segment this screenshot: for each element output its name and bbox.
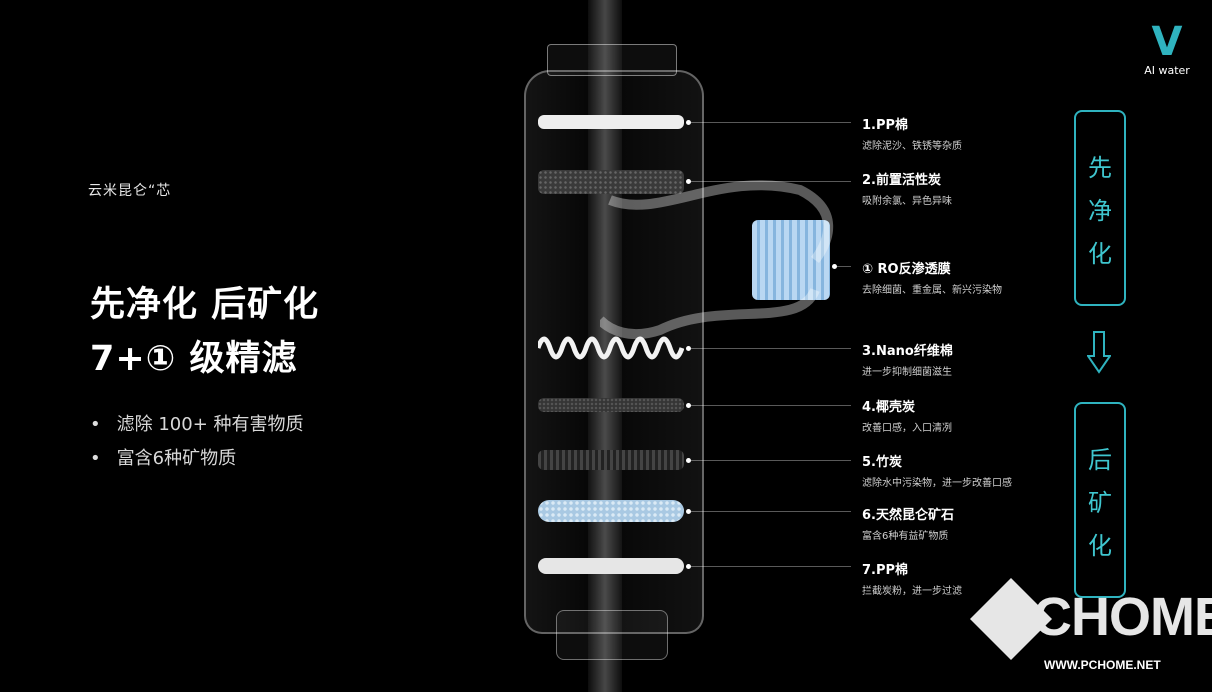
layer-title: 1.PP棉 <box>862 118 909 133</box>
callout-dot <box>686 458 691 463</box>
headline-line-1: 先净化 后矿化 <box>90 285 320 325</box>
filter-top-cap <box>547 44 677 76</box>
layer-kunlun-mineral <box>538 500 684 522</box>
mineralize-after-box: 后 矿 化 <box>1074 402 1126 598</box>
callout-dot <box>686 564 691 569</box>
purify-first-box: 先 净 化 <box>1074 110 1126 306</box>
layer-desc: 去除细菌、重金属、新兴污染物 <box>862 285 1002 296</box>
layer-title: ① RO反渗透膜 <box>862 262 951 277</box>
callout-line <box>691 566 851 567</box>
v-logo-icon: V <box>1151 19 1183 65</box>
headline-line-2: 7+① 级精滤 <box>90 339 298 379</box>
layer-title: 5.竹炭 <box>862 455 902 470</box>
layer-title: 3.Nano纤维棉 <box>862 344 953 359</box>
layer-bamboo-carbon <box>538 450 684 470</box>
headline: 先净化 后矿化 7+① 级精滤 <box>90 278 319 386</box>
layer-desc: 滤除水中污染物，进一步改善口感 <box>862 478 1012 489</box>
layer-desc: 富含6种有益矿物质 <box>862 531 949 542</box>
callout-line <box>691 460 851 461</box>
filter-bottom-cap <box>556 610 668 660</box>
callout-line <box>837 266 851 267</box>
mineralize-char: 化 <box>1088 531 1112 560</box>
layer-pp-cotton-2 <box>538 558 684 574</box>
callout-dot <box>686 403 691 408</box>
layer-title: 4.椰壳炭 <box>862 400 915 415</box>
watermark-text: PCHOME <box>998 587 1212 647</box>
feature-list: 滤除 100+ 种有害物质 富含6种矿物质 <box>90 408 304 476</box>
ro-water-flow <box>600 180 834 340</box>
layer-pp-cotton-1 <box>538 115 684 129</box>
layer-desc: 拦截炭粉，进一步过滤 <box>862 586 962 597</box>
layer-desc: 滤除泥沙、铁锈等杂质 <box>862 141 962 152</box>
callout-line <box>691 405 851 406</box>
brand-logo: V AI water <box>1132 22 1202 77</box>
mineralize-char: 后 <box>1088 445 1112 474</box>
callout-line <box>691 122 851 123</box>
layer-label: 2.前置活性炭 吸附余氯、异色异味 <box>862 169 952 207</box>
layer-title: 2.前置活性炭 <box>862 173 941 188</box>
callout-dot <box>686 179 691 184</box>
callout-line <box>691 511 851 512</box>
callout-dot <box>686 509 691 514</box>
callout-line <box>691 181 851 182</box>
watermark-url: WWW.PCHOME.NET <box>1044 658 1161 672</box>
layer-label: 6.天然昆仑矿石 富含6种有益矿物质 <box>862 504 954 542</box>
layer-label: ① RO反渗透膜 去除细菌、重金属、新兴污染物 <box>862 258 1002 296</box>
purify-char: 先 <box>1088 153 1112 182</box>
callout-dot <box>832 264 837 269</box>
callout-dot <box>686 346 691 351</box>
layer-title: 7.PP棉 <box>862 563 909 578</box>
layer-desc: 改善口感，入口清冽 <box>862 423 952 434</box>
layer-desc: 吸附余氯、异色异味 <box>862 196 952 207</box>
layer-label: 7.PP棉 拦截炭粉，进一步过滤 <box>862 559 962 597</box>
purify-char: 净 <box>1088 196 1112 225</box>
brand-title: 云米昆仑“芯 <box>88 183 172 199</box>
feature-item: 富含6种矿物质 <box>90 442 304 476</box>
mineralize-char: 矿 <box>1088 488 1112 517</box>
ro-membrane <box>752 220 830 300</box>
layer-label: 3.Nano纤维棉 进一步抑制细菌滋生 <box>862 340 953 378</box>
pchome-watermark: PCHOME WWW.PCHOME.NET <box>969 577 1212 686</box>
layer-label: 1.PP棉 滤除泥沙、铁锈等杂质 <box>862 114 962 152</box>
layer-coconut-carbon <box>538 398 684 412</box>
purify-char: 化 <box>1088 239 1112 268</box>
logo-text: AI water <box>1144 64 1190 77</box>
layer-label: 4.椰壳炭 改善口感，入口清冽 <box>862 396 952 434</box>
layer-label: 5.竹炭 滤除水中污染物，进一步改善口感 <box>862 451 1012 489</box>
callout-line <box>691 348 851 349</box>
arrow-down-icon <box>1087 331 1111 374</box>
feature-item: 滤除 100+ 种有害物质 <box>90 408 304 442</box>
layer-title: 6.天然昆仑矿石 <box>862 508 954 523</box>
callout-dot <box>686 120 691 125</box>
layer-nano-fiber <box>538 336 684 360</box>
layer-desc: 进一步抑制细菌滋生 <box>862 367 952 378</box>
layer-pre-activated-carbon <box>538 170 684 194</box>
